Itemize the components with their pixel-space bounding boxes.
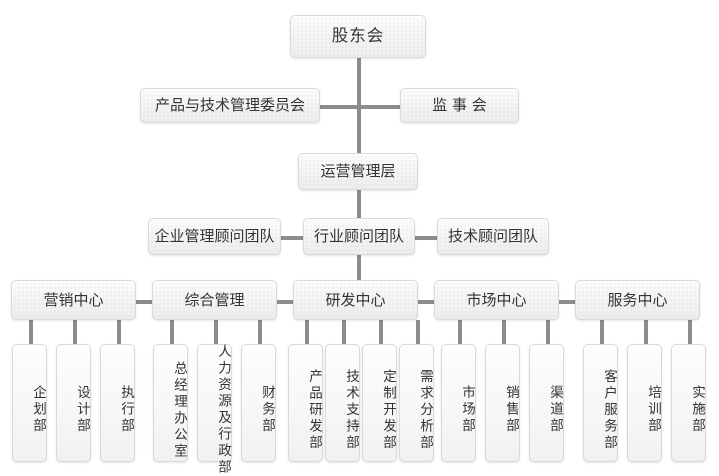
node-planning-dept[interactable]: 企划部	[12, 344, 47, 462]
connector-operations-to-advisory	[357, 190, 361, 218]
node-custom-dev-dept[interactable]: 定制开发部	[362, 344, 397, 462]
connector-stub-tech-support	[342, 320, 346, 344]
node-market-dept[interactable]: 市场部	[441, 344, 476, 462]
connector-stub-design	[73, 320, 77, 344]
connector-stub-customer-service	[600, 320, 604, 344]
connector-stub-custom-dev	[379, 320, 383, 344]
node-hr-admin-dept[interactable]: 人力资源及行政部	[197, 344, 232, 476]
node-gm-office[interactable]: 总经理办公室	[153, 344, 188, 462]
connector-stub-gm-office	[170, 320, 174, 344]
node-rnd-center[interactable]: 研发中心	[293, 280, 418, 320]
node-board-of-supervisors[interactable]: 监 事 会	[400, 88, 519, 123]
node-marketing-center[interactable]: 营销中心	[11, 280, 136, 320]
node-service-center[interactable]: 服务中心	[575, 280, 700, 320]
connector-center-link-1	[136, 300, 160, 304]
connector-center-link-2	[277, 300, 301, 304]
node-sales-dept[interactable]: 销售部	[485, 344, 520, 462]
connector-stub-sales	[502, 320, 506, 344]
node-execution-dept[interactable]: 执行部	[100, 344, 135, 462]
node-shareholders[interactable]: 股东会	[290, 15, 426, 58]
connector-stub-channel	[546, 320, 550, 344]
node-implementation-dept[interactable]: 实施部	[671, 344, 706, 462]
node-product-rnd-dept[interactable]: 产品研发部	[288, 344, 323, 462]
connector-center-link-3	[418, 300, 442, 304]
node-channel-dept[interactable]: 渠道部	[529, 344, 564, 462]
connector-stub-hr-admin	[214, 320, 218, 344]
connector-stub-training	[644, 320, 648, 344]
connector-stub-requirements	[416, 320, 420, 344]
connector-shareholders-to-committee	[357, 57, 361, 105]
connector-advisory-to-centers	[357, 255, 361, 282]
node-customer-service-dept[interactable]: 客户服务部	[583, 344, 618, 462]
node-design-dept[interactable]: 设计部	[56, 344, 91, 462]
connector-stub-implementation	[688, 320, 692, 344]
node-general-management[interactable]: 综合管理	[152, 280, 277, 320]
connector-committee-to-operations	[357, 105, 361, 153]
connector-stub-market	[458, 320, 462, 344]
node-product-tech-committee[interactable]: 产品与技术管理委员会	[140, 88, 320, 123]
node-market-center[interactable]: 市场中心	[434, 280, 559, 320]
connector-advisory-left	[280, 236, 304, 240]
connector-center-link-4	[559, 300, 583, 304]
connector-stub-execution	[117, 320, 121, 344]
node-operations-management[interactable]: 运营管理层	[298, 153, 418, 190]
connector-stub-finance	[258, 320, 262, 344]
node-training-dept[interactable]: 培训部	[627, 344, 662, 462]
node-requirements-analysis-dept[interactable]: 需求分析部	[399, 344, 434, 462]
node-industry-advisory-team[interactable]: 行业顾问团队	[303, 218, 415, 255]
connector-advisory-right	[414, 236, 438, 240]
connector-stub-planning	[29, 320, 33, 344]
node-tech-support-dept[interactable]: 技术支持部	[325, 344, 360, 462]
connector-stub-product-rnd	[305, 320, 309, 344]
node-technical-advisory-team[interactable]: 技术顾问团队	[437, 218, 549, 255]
node-finance-dept[interactable]: 财务部	[241, 344, 276, 462]
node-enterprise-advisory-team[interactable]: 企业管理顾问团队	[148, 218, 281, 255]
